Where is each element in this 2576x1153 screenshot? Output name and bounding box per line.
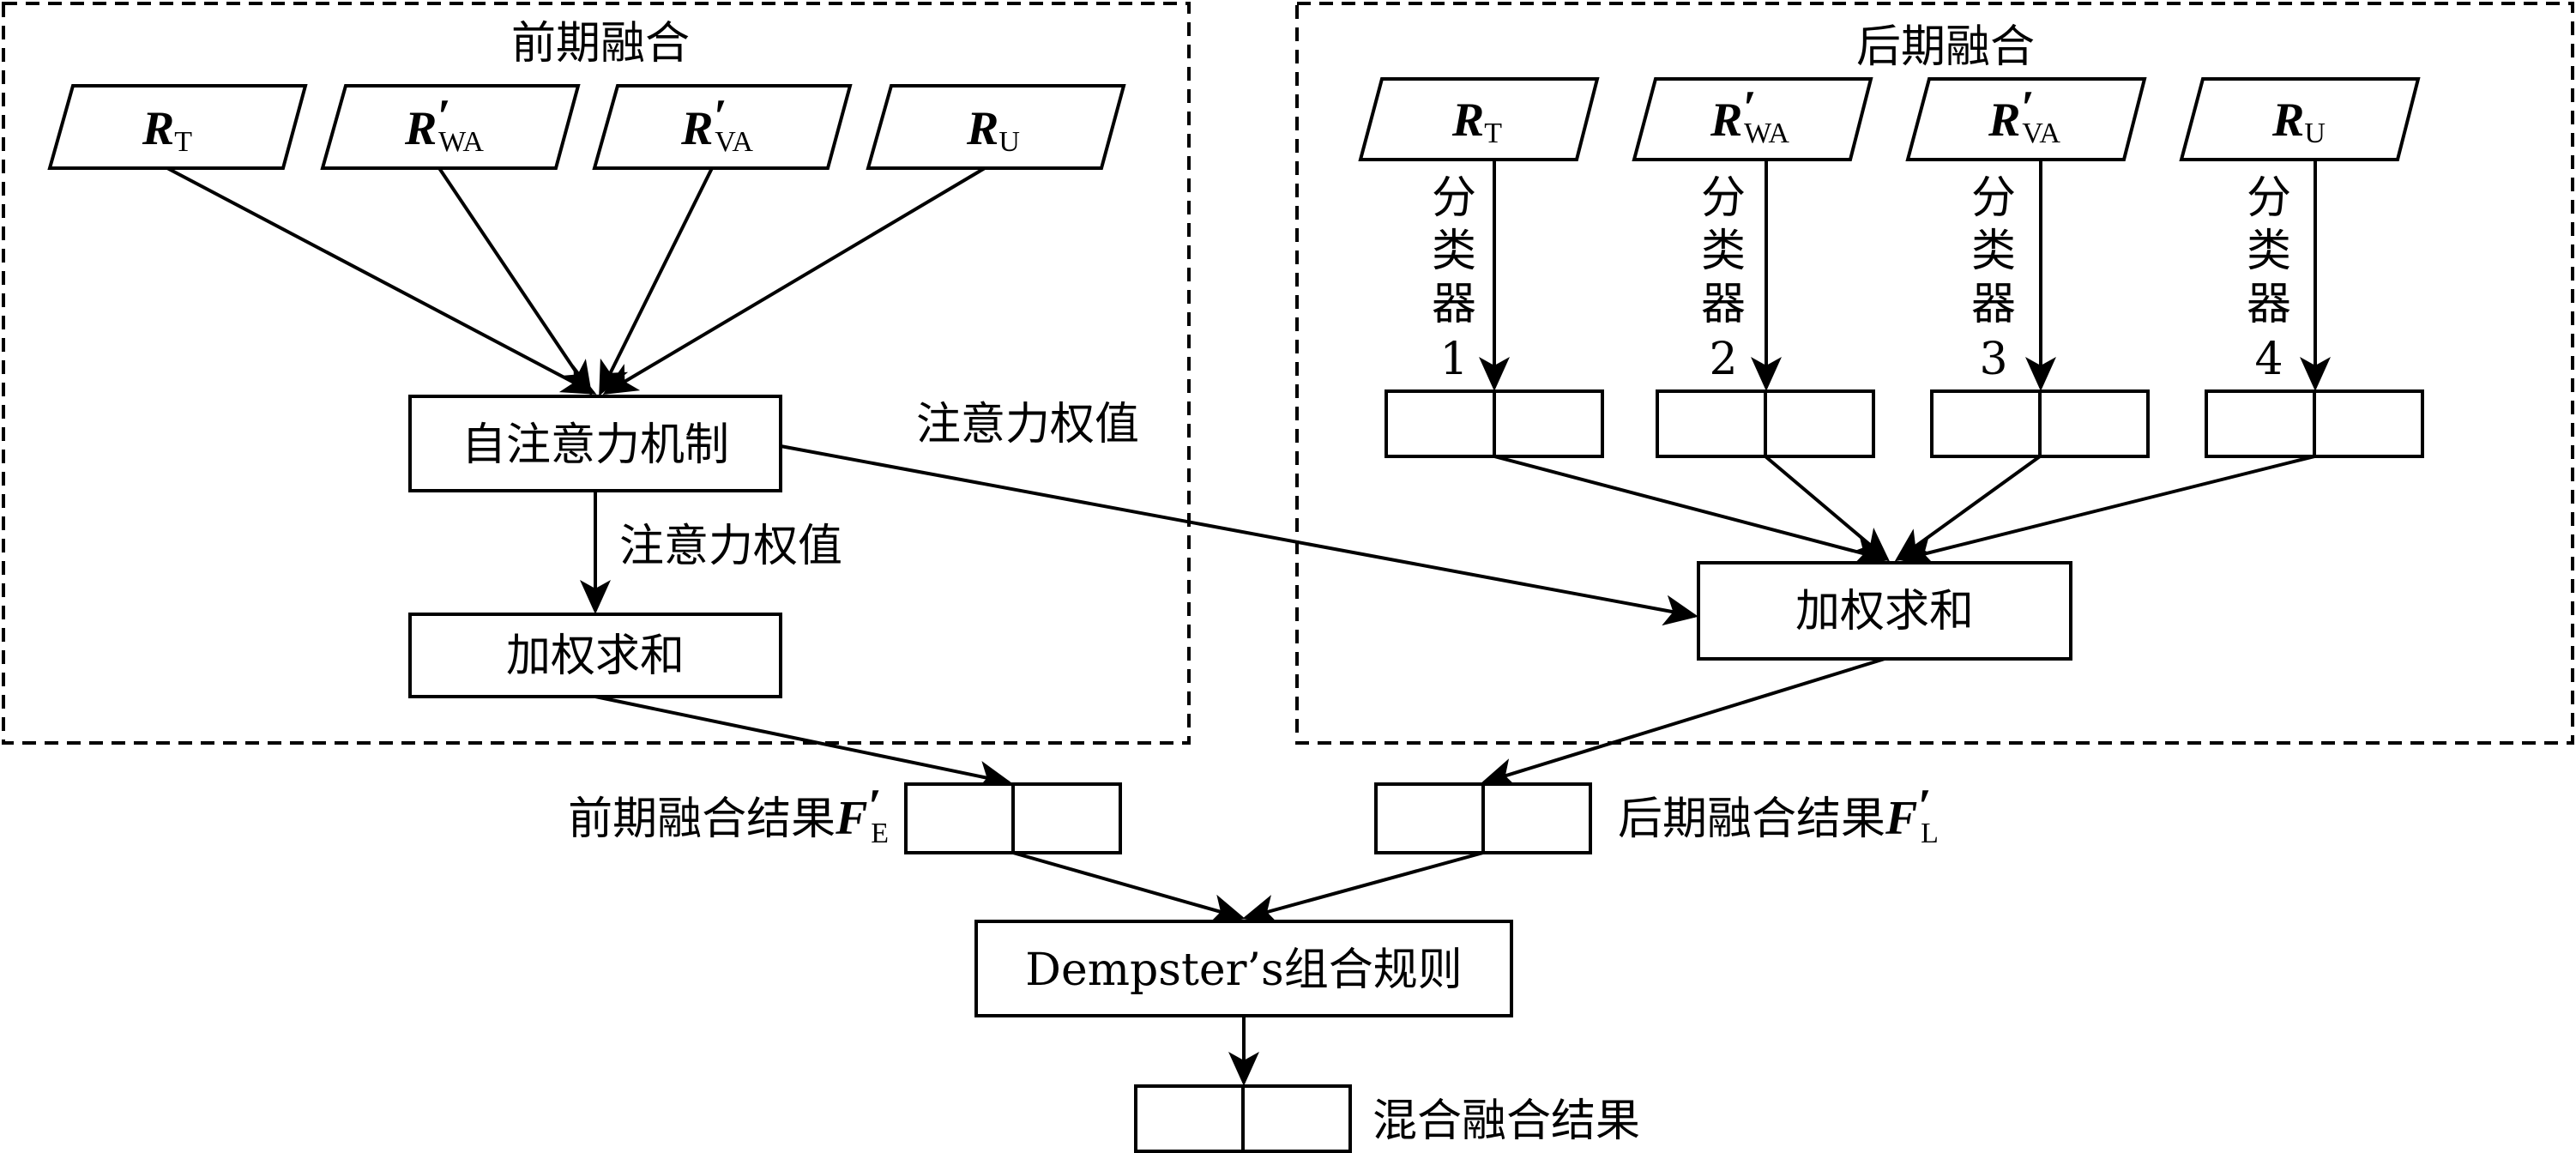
svg-text:RT: RT [142, 102, 192, 158]
svg-text:RU: RU [966, 102, 1020, 158]
dempster-combine-box [974, 920, 1513, 1017]
late-input-rva: R′VA [1905, 77, 2147, 161]
svg-text:器: 器 [1971, 279, 2016, 330]
svg-text:RU: RU [2271, 94, 2326, 149]
svg-text:器: 器 [1701, 279, 1746, 330]
arrow-out4-to-late-sum [1899, 455, 2315, 567]
early-input-ru: RU [866, 84, 1126, 170]
arrow-rwa-to-attention [437, 166, 593, 396]
svg-text:R′WA: R′WA [404, 90, 484, 158]
svg-text:分: 分 [1432, 172, 1476, 224]
svg-text:1: 1 [1439, 334, 1468, 385]
self-attention-label: 自注意力机制 [462, 420, 729, 471]
late-input-rt: RT [1358, 77, 1600, 161]
final-result-label: 混合融合结果 [1372, 1096, 1640, 1147]
classifier-output-4 [2205, 389, 2424, 458]
final-result-box [1134, 1084, 1352, 1153]
arrow-out1-to-late-sum [1493, 455, 1889, 567]
early-weighted-sum-box [408, 613, 782, 698]
classifier-2: 分 类 器 2 [1701, 160, 1782, 391]
arrow-rva-to-attention [599, 167, 714, 396]
svg-text:3: 3 [1979, 334, 2007, 385]
classifier-1: 分 类 器 1 [1432, 160, 1510, 391]
classifier-output-1 [1385, 389, 1604, 458]
svg-text:4: 4 [2254, 334, 2283, 385]
arrow-attention-to-late-sum [780, 444, 1698, 626]
early-result-box [904, 782, 1122, 854]
early-fusion-title: 前期融合 [511, 18, 690, 69]
svg-text:类: 类 [1971, 226, 2016, 277]
late-result-box [1374, 782, 1592, 854]
svg-text:分: 分 [1971, 172, 2016, 224]
svg-text:器: 器 [2247, 279, 2291, 330]
late-result-label: 后期融合结果F′L [1618, 780, 1939, 849]
arrow-late-result-to-combine [1242, 851, 1484, 925]
classifier-4: 分 类 器 4 [2247, 160, 2331, 391]
arrow-late-sum-to-result [1481, 657, 1885, 788]
early-input-rwa: R′WA [320, 84, 581, 170]
early-input-rva: R′VA [592, 84, 853, 170]
late-input-rwa: R′WA [1632, 77, 1873, 161]
svg-text:2: 2 [1709, 334, 1737, 385]
late-fusion-region [1295, 2, 2574, 745]
arrow-rt-to-attention [166, 166, 597, 395]
classifier-output-2 [1656, 389, 1875, 458]
early-result-label: 前期融合结果F′E [568, 780, 889, 849]
early-input-rt: RT [47, 84, 308, 170]
svg-text:类: 类 [1432, 226, 1476, 277]
svg-text:R′VA: R′VA [680, 90, 753, 158]
self-attention-box [408, 395, 782, 492]
cross-weights-label: 注意力权值 [916, 399, 1139, 450]
late-weighted-sum-box [1697, 561, 2072, 661]
svg-text:分: 分 [1701, 172, 1746, 224]
late-fusion-title: 后期融合 [1856, 21, 2035, 73]
late-weighted-sum-label: 加权求和 [1795, 586, 1974, 637]
classifier-output-3 [1930, 389, 2150, 458]
arrow-ru-to-attention [602, 166, 986, 395]
svg-text:R′VA: R′VA [1988, 81, 2060, 149]
late-input-ru: RU [2179, 77, 2421, 161]
svg-text:类: 类 [2247, 226, 2291, 277]
arrow-early-sum-to-result [594, 695, 1012, 792]
early-fusion-region [2, 2, 1191, 745]
svg-text:RT: RT [1451, 94, 1502, 149]
arrow-out2-to-late-sum [1764, 455, 1891, 562]
early-weighted-sum-label: 加权求和 [506, 631, 685, 682]
dempster-combine-label: Dempster’s组合规则 [1025, 945, 1463, 996]
early-weights-label: 注意力权值 [619, 521, 842, 572]
classifier-3: 分 类 器 3 [1971, 160, 2056, 391]
svg-text:器: 器 [1432, 279, 1476, 330]
arrow-early-result-to-combine [1012, 851, 1246, 925]
svg-text:分: 分 [2247, 172, 2291, 224]
svg-text:类: 类 [1701, 226, 1746, 277]
svg-text:R′WA: R′WA [1710, 81, 1789, 149]
